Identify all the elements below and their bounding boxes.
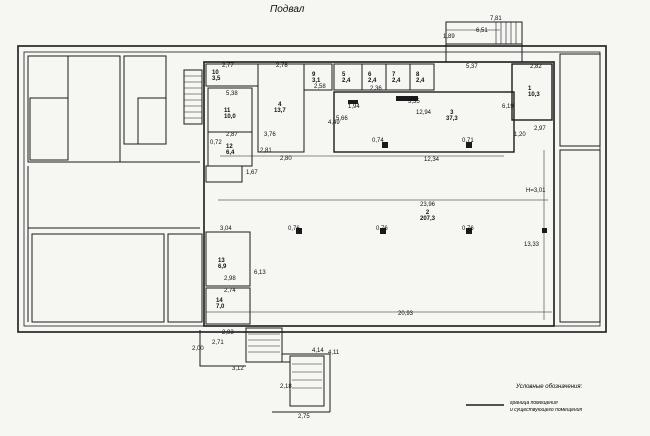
dim-label: 3,76 (264, 132, 276, 138)
dim-label: 2,36 (370, 86, 382, 92)
room-14 (205, 287, 251, 325)
dim-label: 2,74 (224, 288, 236, 294)
legend-line-2: и существующего помещения (510, 407, 583, 413)
outer-wall (17, 45, 607, 333)
dim-label: 1,67 (246, 170, 258, 176)
dim-label: 2,82 (530, 64, 542, 70)
dim-label: 7,81 (490, 16, 502, 22)
dim-label: 3,12 (232, 366, 244, 372)
dim-label: 12,94 (416, 110, 432, 116)
dim-label: H=3,01 (526, 188, 546, 194)
left-stair (183, 69, 203, 125)
dim-label: 2,77 (222, 63, 234, 69)
dim-label: 0,71 (462, 138, 474, 144)
legend-title: Условные обозначения: (516, 384, 583, 390)
dim-label: 2,71 (212, 340, 224, 346)
room-4 (257, 63, 305, 153)
room-9 (303, 63, 333, 91)
left-room-a (27, 55, 121, 163)
dim-label: 2,75 (298, 414, 310, 420)
dim-label: 2,80 (280, 156, 292, 162)
top-stair (445, 21, 523, 45)
dim-label: 12,34 (424, 157, 440, 163)
dim-label: 0,74 (372, 138, 384, 144)
dim-label: 5,38 (226, 91, 238, 97)
left-room-c (31, 233, 165, 323)
dim-label: 23,96 (420, 202, 436, 208)
dim-label: 0,76 (376, 226, 388, 232)
dim-label: 13,33 (524, 242, 540, 248)
dim-label: 6,19 (502, 104, 514, 110)
dim-label: 2,98 (224, 276, 236, 282)
dim-label: 5,37 (466, 64, 478, 70)
dim-label: 1,94 (348, 104, 360, 110)
left-room-d (167, 233, 203, 323)
dim-label: 0,76 (288, 226, 300, 232)
room-13 (205, 231, 251, 287)
dim-label: 4,11 (328, 350, 340, 356)
plan-title: Подвал (270, 4, 305, 15)
legend-line-1: граница помещения (510, 400, 558, 406)
left-room-a-inner (29, 97, 69, 161)
right-room-a (559, 53, 601, 147)
dim-label: 0,76 (462, 226, 474, 232)
bottom-stair-b (289, 355, 325, 407)
main-basement (203, 61, 555, 327)
dim-label: 2,78 (276, 63, 288, 69)
dim-label: 0,72 (210, 140, 222, 146)
dim-label: 1,89 (443, 34, 455, 40)
dim-label: 5,66 (336, 116, 348, 122)
right-room-b (559, 149, 601, 323)
dim-label: 2,58 (314, 84, 326, 90)
bottom-stair-a (245, 327, 283, 363)
dim-label: 3,04 (220, 226, 232, 232)
dim-label: 6,51 (476, 28, 488, 34)
room-3 (333, 91, 515, 153)
dim-label: 2,00 (192, 346, 204, 352)
dim-label: 4,49 (328, 120, 340, 126)
dim-label: 20,93 (398, 311, 414, 317)
left-room-b (123, 55, 167, 145)
room-8 (409, 63, 435, 91)
dim-label: 4,14 (312, 348, 324, 354)
legend-text: граница помещения и существующего помеще… (510, 400, 582, 414)
dim-label: 2,81 (260, 148, 272, 154)
dim-label: 2,97 (534, 126, 546, 132)
dim-label: 6,13 (254, 270, 266, 276)
dim-label: 1,20 (514, 132, 526, 138)
dim-label: 2,18 (280, 384, 292, 390)
dim-label: 2,93 (222, 330, 234, 336)
dim-label: 2,87 (226, 132, 238, 138)
dim-label: 3,35 (408, 99, 420, 105)
room-1 (511, 63, 553, 121)
